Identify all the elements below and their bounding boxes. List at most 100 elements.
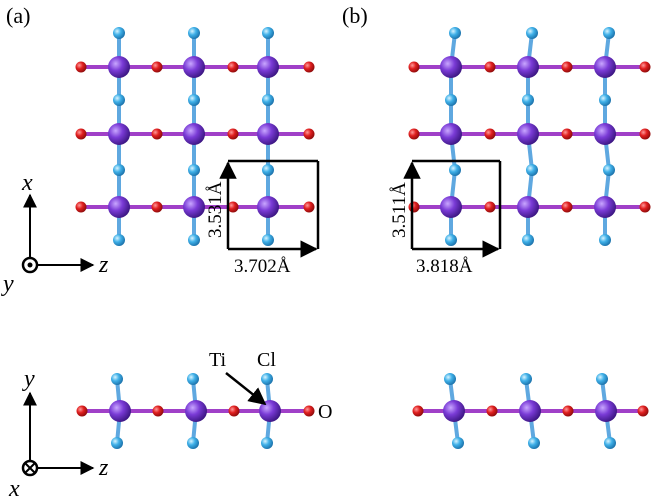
- o-atom: [412, 405, 424, 417]
- cl-atom: [262, 27, 274, 39]
- ti-atom: [109, 400, 131, 422]
- ti-atom: [183, 196, 205, 218]
- o-atom: [75, 61, 87, 73]
- atom-annotations: Ti Cl O: [209, 349, 332, 423]
- o-atom: [151, 61, 163, 73]
- cl-atom: [452, 437, 464, 449]
- o-atom: [408, 61, 420, 73]
- panel-label-a: (a): [6, 3, 30, 28]
- ti-atom: [257, 196, 279, 218]
- cl-atom: [188, 94, 200, 106]
- ti-atom: [183, 123, 205, 145]
- cl-atom: [188, 27, 200, 39]
- o-atom: [227, 128, 239, 140]
- cl-atom: [261, 373, 273, 385]
- o-atom: [486, 405, 498, 417]
- ti-pointer-arrow: [225, 372, 267, 406]
- cl-atom: [528, 437, 540, 449]
- ti-atom: [440, 123, 462, 145]
- unit-cell-a: 3.702Å 3.531Å: [205, 159, 320, 277]
- o-atom: [227, 61, 239, 73]
- cl-atom: [604, 437, 616, 449]
- cl-atom: [522, 234, 534, 246]
- o-atom: [303, 405, 315, 417]
- o-atom: [408, 201, 420, 213]
- cl-atom: [599, 94, 611, 106]
- o-atom: [561, 61, 573, 73]
- cl-atom: [187, 437, 199, 449]
- o-atom: [75, 201, 87, 213]
- o-atom: [484, 201, 496, 213]
- cell-a-width-label: 3.702Å: [234, 256, 291, 277]
- ti-atom: [183, 56, 205, 78]
- axis-label-x-bottom: x: [8, 476, 20, 502]
- cl-atom: [445, 234, 457, 246]
- cl-atom: [113, 27, 125, 39]
- ti-atom: [594, 56, 616, 78]
- cl-atom: [526, 27, 538, 39]
- ti-atom: [443, 400, 465, 422]
- ti-atom: [257, 56, 279, 78]
- ti-atom: [257, 123, 279, 145]
- cl-atom: [444, 373, 456, 385]
- axes-bottom: y z x: [8, 366, 109, 502]
- o-atom: [637, 405, 649, 417]
- o-atom: [484, 61, 496, 73]
- o-atom: [227, 201, 239, 213]
- o-atom: [76, 405, 88, 417]
- cl-atom: [603, 27, 615, 39]
- ti-atom: [108, 196, 130, 218]
- o-atom: [303, 128, 315, 140]
- cl-atom: [261, 437, 273, 449]
- ti-atom: [594, 196, 616, 218]
- o-atom: [151, 201, 163, 213]
- cl-atom: [113, 94, 125, 106]
- cl-atom: [520, 373, 532, 385]
- o-atom: [151, 128, 163, 140]
- ti-atom: [440, 196, 462, 218]
- cell-a-height-label: 3.531Å: [205, 181, 226, 238]
- cl-atom: [445, 94, 457, 106]
- panel-label-b: (b): [342, 3, 368, 28]
- cl-atom: [262, 164, 274, 176]
- cl-atom: [111, 437, 123, 449]
- o-atom: [561, 128, 573, 140]
- ti-atom: [108, 123, 130, 145]
- cl-atom: [262, 234, 274, 246]
- o-atom: [484, 128, 496, 140]
- o-atom: [303, 201, 315, 213]
- cl-atom: [262, 94, 274, 106]
- ti-atom: [517, 56, 539, 78]
- o-atom: [408, 128, 420, 140]
- atom-layer: [75, 27, 651, 449]
- cell-b-height-label: 3.511Å: [389, 182, 410, 238]
- ti-atom: [519, 400, 541, 422]
- cl-atom: [111, 373, 123, 385]
- cl-atom: [526, 164, 538, 176]
- cl-atom: [113, 164, 125, 176]
- o-atom: [152, 405, 164, 417]
- cl-atom: [113, 234, 125, 246]
- ti-atom: [440, 56, 462, 78]
- ti-atom: [517, 123, 539, 145]
- atom-label-cl: Cl: [257, 349, 276, 371]
- cl-atom: [188, 234, 200, 246]
- o-atom: [228, 405, 240, 417]
- axis-label-y-top: y: [1, 271, 14, 297]
- cl-atom: [449, 27, 461, 39]
- axis-label-z-top: z: [98, 252, 109, 278]
- o-atom: [639, 128, 651, 140]
- cl-atom: [449, 164, 461, 176]
- cl-atom: [596, 373, 608, 385]
- atom-label-o: O: [318, 401, 332, 423]
- cl-atom: [522, 94, 534, 106]
- o-atom: [303, 61, 315, 73]
- cl-atom: [599, 234, 611, 246]
- cl-atom: [188, 164, 200, 176]
- o-atom: [562, 405, 574, 417]
- axis-label-z-bottom: z: [98, 455, 109, 481]
- o-atom: [75, 128, 87, 140]
- o-atom: [639, 201, 651, 213]
- ti-atom: [259, 400, 281, 422]
